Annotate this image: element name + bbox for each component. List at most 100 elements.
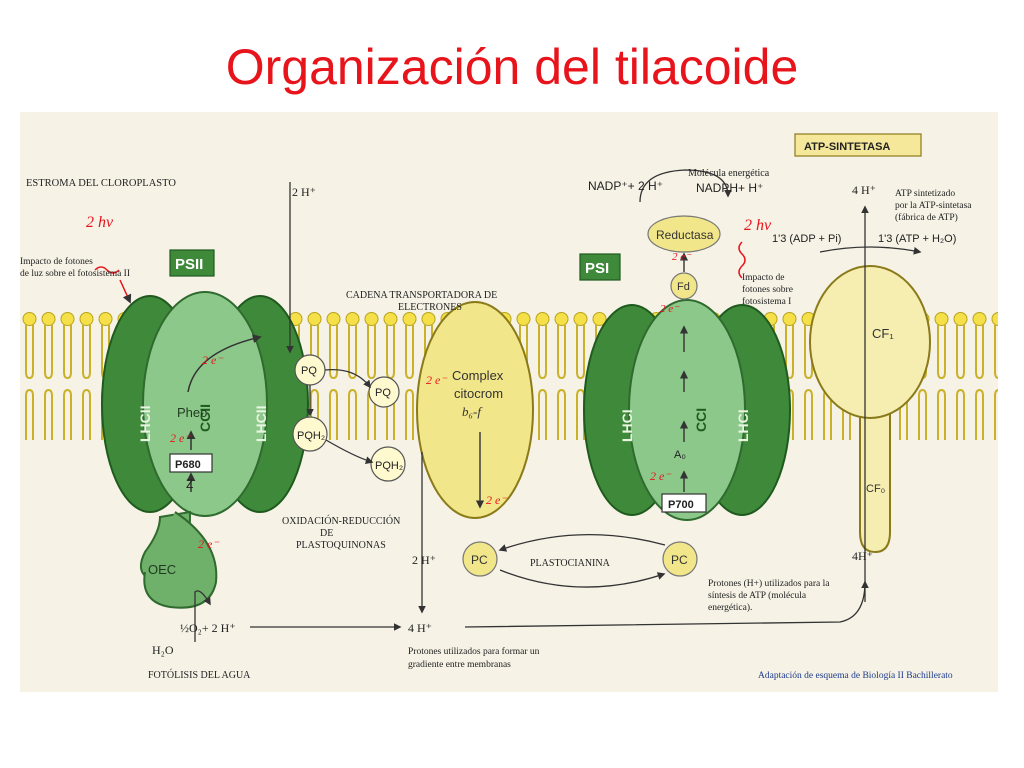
pqh2-circle-2 — [370, 446, 406, 482]
light-wave-psi — [738, 241, 746, 279]
label-atp-eq: 1'3 (ATP + H₂O) — [878, 233, 956, 245]
label-pq-1: PQ — [301, 365, 317, 377]
label-estroma: ESTROMA DEL CLOROPLASTO — [26, 178, 176, 189]
label-h2o: H₂O — [152, 643, 174, 657]
label-4h-lumen: 4H⁺ — [852, 549, 873, 563]
label-2e-cci: 2 e⁻ — [650, 469, 672, 483]
label-impacto-psi-3: fotosistema I — [742, 296, 791, 307]
label-lhcii-left: LHCII — [137, 405, 153, 442]
pqh2-circle-1 — [292, 416, 328, 452]
label-complex: Complex — [452, 368, 504, 383]
label-2h-mid: 2 H⁺ — [412, 553, 436, 567]
label-b6f: b₆-f — [462, 404, 483, 419]
page-title: Organización del tilacoide — [225, 39, 799, 95]
arrow-to-atp — [464, 580, 869, 628]
label-oec: OEC — [148, 562, 176, 577]
p700-box — [661, 493, 707, 513]
label-protones-grad-2: gradiente entre membranas — [408, 660, 511, 670]
label-protones-atp-2: síntesis de ATP (molécula — [708, 590, 807, 601]
label-pqh2-1: PQH₂ — [297, 430, 325, 442]
label-lhcii-right: LHCII — [253, 405, 269, 442]
label-pq-2: PQ — [375, 387, 391, 399]
label-impacto-psii-2: de luz sobre el fotosistema II — [20, 268, 130, 279]
pc-circle-right — [662, 541, 698, 577]
reductasa-ellipse — [647, 215, 721, 253]
label-reductasa: Reductasa — [656, 228, 714, 242]
cf1-head — [809, 265, 931, 419]
label-cadena-2: ELECTRONES — [398, 302, 462, 313]
label-psii: PSII — [175, 256, 203, 273]
psii-complex — [101, 249, 309, 609]
label-cadena-1: CADENA TRANSPORTADORA DE — [346, 290, 497, 301]
label-cf1: CF₁ — [872, 326, 894, 341]
fd-circle — [670, 272, 698, 300]
label-atp-sint-3: (fábrica de ATP) — [895, 212, 958, 223]
atp-synthase-label-box — [794, 133, 922, 157]
label-atp-sint-2: por la ATP-sintetasa — [895, 201, 972, 211]
label-lhci-right: LHCI — [735, 409, 751, 442]
label-oxid-2: DE — [320, 528, 333, 539]
thylakoid-svg: ESTROMA DEL CLOROPLASTO 2 H⁺ 2 hv Impact… — [20, 133, 998, 681]
label-2e-ccii-mid: 2 e⁻ — [170, 431, 192, 445]
label-molecula: Molécula energética — [688, 168, 770, 179]
label-psi: PSI — [585, 260, 609, 277]
pq-circle-2 — [368, 376, 400, 408]
label-2e-reductasa: 2 e⁻ — [672, 251, 692, 263]
psi-label-box — [579, 253, 621, 281]
label-cf0: CF₀ — [866, 483, 885, 495]
label-4h-top: 4 H⁺ — [852, 183, 876, 197]
label-a0: A₀ — [674, 449, 686, 461]
pc-circle-left — [462, 541, 498, 577]
label-hv-psii: 2 hv — [86, 214, 114, 231]
label-adaptacion: Adaptación de esquema de Biología II Bac… — [758, 671, 953, 681]
label-cci: CCI — [693, 408, 709, 432]
thylakoid-diagram: ESTROMA DEL CLOROPLASTO 2 H⁺ 2 hv Impact… — [20, 112, 998, 692]
cytochrome-b6f — [416, 301, 534, 614]
label-adp: 1'3 (ADP + Pi) — [772, 233, 841, 245]
cytochrome-body — [416, 301, 534, 519]
label-2e-ccii-top: 2 e⁻ — [202, 353, 224, 367]
label-fd: Fd — [677, 281, 690, 293]
label-pqh2-2: PQH₂ — [375, 460, 403, 472]
label-oxid-1: OXIDACIÓN-REDUCCIÓN — [282, 515, 400, 527]
label-impacto-psi-2: fotones sobre — [742, 284, 793, 295]
cci-core — [628, 299, 746, 521]
psii-label-box — [169, 249, 215, 277]
label-atp-sint-1: ATP sintetizado — [895, 189, 955, 199]
label-p680: P680 — [175, 459, 201, 471]
label-protones-atp-3: energética). — [708, 602, 752, 613]
label-fotolisis: FOTÓLISIS DEL AGUA — [148, 669, 251, 681]
label-lhci-left: LHCI — [619, 409, 635, 442]
label-protones-grad-1: Protones utilizados para formar un — [408, 646, 540, 657]
label-nadp: NADP⁺+ 2 H⁺ — [588, 179, 663, 193]
label-pheo: Pheo — [177, 405, 207, 420]
atp-synthase — [794, 133, 931, 602]
arrow-photolysis — [194, 590, 211, 642]
plastoquinone-pool — [286, 182, 406, 482]
label-2e-cyt-top: 2 e⁻ — [426, 373, 448, 387]
label-hv-psi: 2 hv — [744, 217, 772, 234]
label-citocrom: citocrom — [454, 386, 503, 401]
label-pc-right: PC — [671, 553, 688, 567]
label-2h-psii: 2 H⁺ — [292, 185, 316, 199]
oec-tail — [143, 511, 218, 609]
p680-box — [169, 453, 213, 473]
label-4h-bottom: 4 H⁺ — [408, 621, 432, 635]
psi-complex — [579, 169, 791, 521]
label-o2: ½O₂+ 2 H⁺ — [180, 621, 236, 635]
light-wave-psii — [94, 266, 120, 274]
label-protones-atp-1: Protones (H+) utilizados para la — [708, 578, 830, 589]
label-2e-oec: 2 e⁻ — [198, 537, 220, 551]
label-oxid-3: PLASTOQUINONAS — [296, 540, 386, 551]
label-atp-sintetasa: ATP-SINTETASA — [804, 141, 890, 153]
label-2e-cyt-bottom: 2 e⁻ — [486, 493, 508, 507]
label-z: Z — [186, 477, 193, 491]
label-ccii: CCII — [197, 404, 213, 432]
label-p700: P700 — [668, 499, 694, 511]
label-pc-left: PC — [471, 553, 488, 567]
label-nadph: NADPH+ H⁺ — [696, 181, 763, 195]
label-plastocianina: PLASTOCIANINA — [530, 558, 611, 569]
ccii-core — [142, 291, 268, 517]
label-impacto-psi-1: Impacto de — [742, 273, 784, 283]
label-2e-fd: 2 e⁻ — [660, 303, 680, 315]
